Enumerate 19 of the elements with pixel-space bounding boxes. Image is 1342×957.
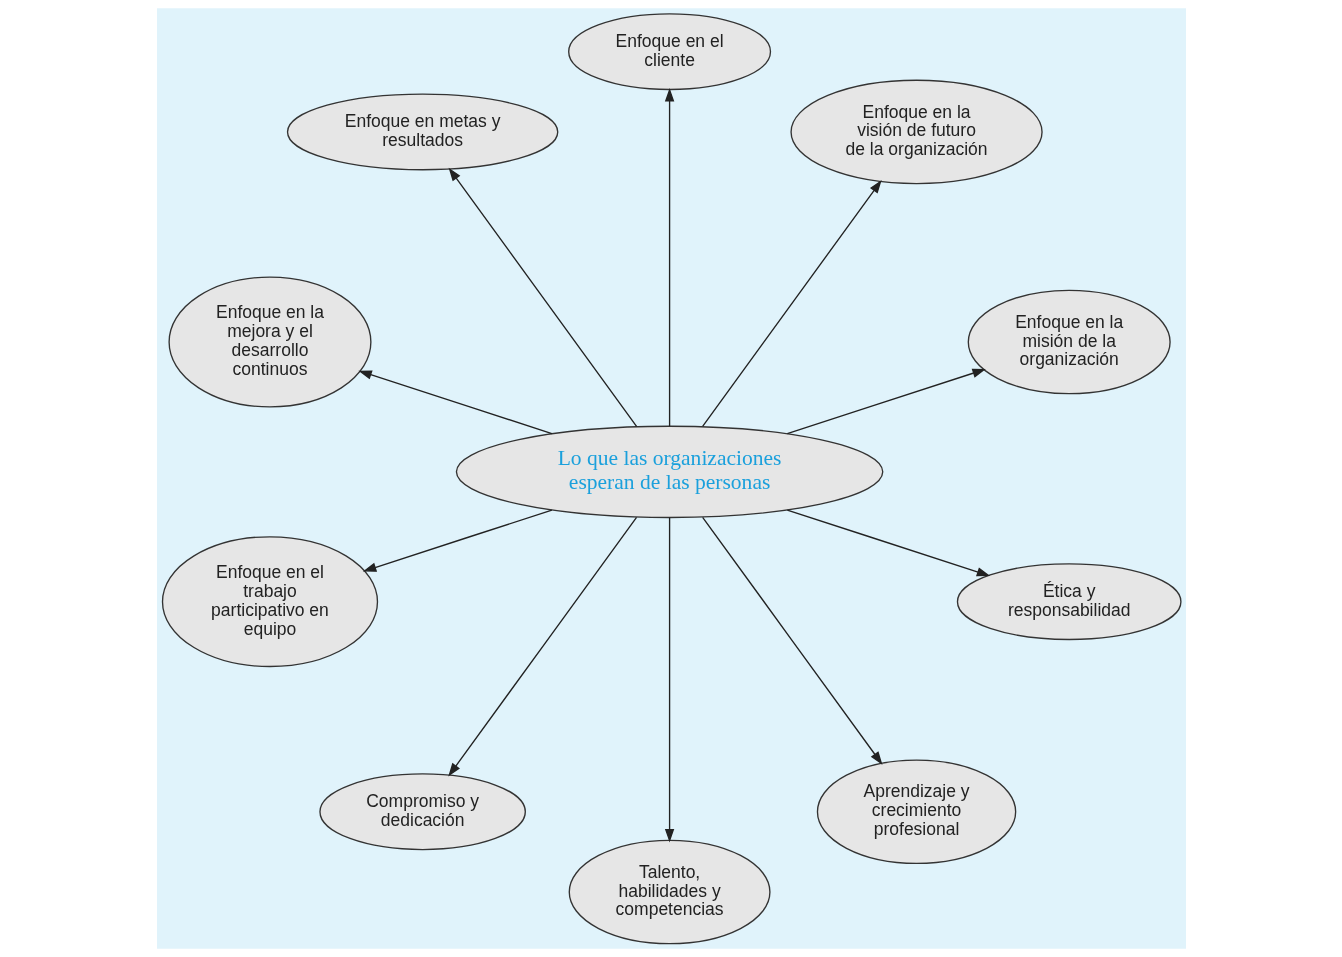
arrow — [448, 167, 637, 427]
arrow — [664, 87, 674, 427]
arrow — [786, 509, 990, 577]
node-ellipse: Enfoque en la visión de futuro de la organización — [789, 79, 1043, 185]
arrow — [701, 516, 882, 765]
arrow — [701, 179, 882, 427]
node-ellipse: Talento, habilidades y competencias — [568, 839, 771, 945]
node-ellipse: Enfoque en metas y resultados — [286, 93, 558, 171]
node-ellipse: Compromiso y dedicación — [318, 773, 526, 851]
arrow — [362, 509, 553, 572]
arrow — [664, 516, 674, 843]
arrow — [447, 516, 637, 777]
arrow — [357, 370, 553, 435]
node-ellipse: Enfoque en la misión de la organización — [967, 289, 1171, 395]
node-ellipse: Ética y responsabilidad — [956, 563, 1182, 641]
node-ellipse: Aprendizaje y crecimiento profesional — [816, 759, 1016, 865]
node-ellipse: Lo que las organizaciones esperan de las personas — [455, 425, 883, 519]
arrow — [786, 368, 986, 435]
node-ellipse: Enfoque en el cliente — [567, 13, 771, 91]
